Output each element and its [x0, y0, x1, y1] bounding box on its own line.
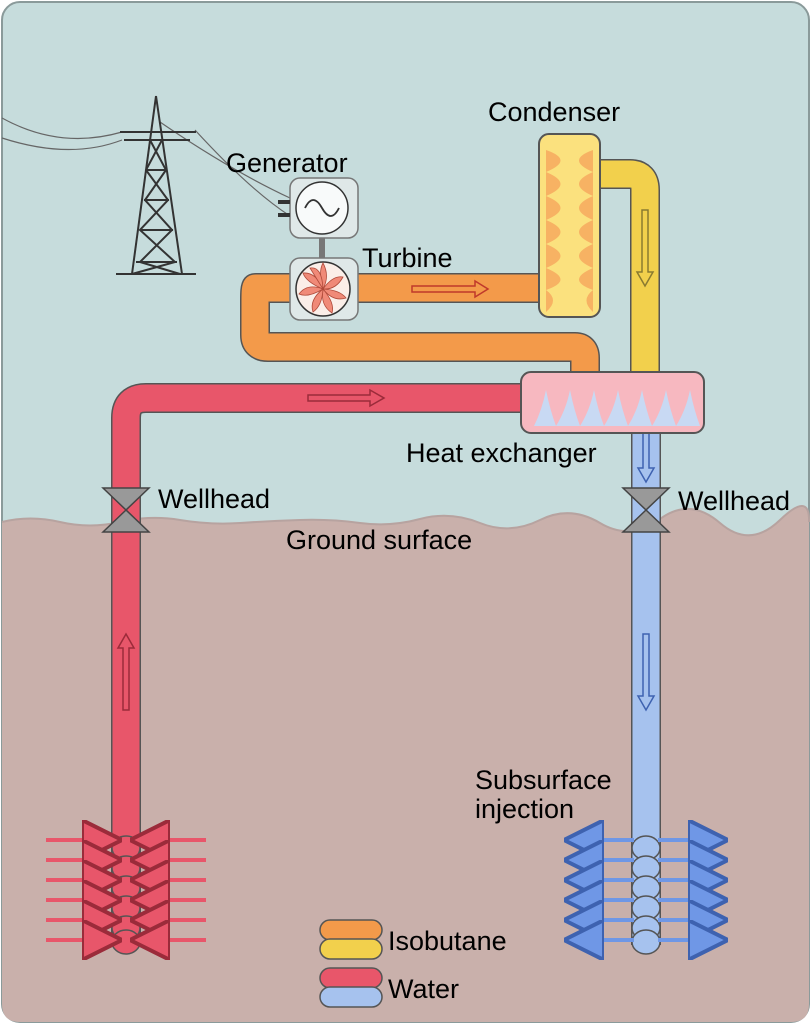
- hot-water-pipe: [111, 383, 528, 940]
- legend-label-isobutane: Isobutane: [388, 926, 507, 956]
- legend-swatch-isobutane-hot: [319, 919, 383, 941]
- wellhead-right-label: Wellhead: [678, 486, 791, 516]
- heat-exchanger-unit: [520, 371, 705, 434]
- flow-arrow-isobutane: [411, 279, 490, 299]
- generator-label: Generator: [226, 148, 348, 178]
- right-wellhead-valve-icon: [621, 487, 671, 533]
- legend-swatch-water-cold: [319, 986, 383, 1008]
- flow-arrow-isobutane-down: [635, 209, 655, 288]
- production-well-bottom: [46, 836, 206, 954]
- wellhead-left-label: Wellhead: [158, 484, 271, 514]
- subsurface-injection-label-line2: injection: [475, 794, 575, 824]
- condenser-label: Condenser: [488, 97, 621, 127]
- legend-label-water: Water: [388, 974, 460, 1004]
- injection-well-bottom: [572, 836, 720, 954]
- turbine-label: Turbine: [362, 243, 453, 273]
- legend-swatch-water-hot: [319, 967, 383, 989]
- ground-surface-line: [1, 505, 811, 537]
- flow-arrows: [116, 209, 656, 712]
- turbine-unit: [289, 257, 359, 321]
- legend-swatch-isobutane-cold: [319, 938, 383, 960]
- legend-swatches: [319, 919, 383, 1008]
- left-wellhead-valve-icon: [101, 487, 151, 533]
- condenser-unit: [538, 133, 601, 318]
- isobutane-cold-pipe: [598, 159, 660, 378]
- flow-arrow-cold-water-top: [636, 431, 656, 484]
- generator-unit: [278, 177, 359, 258]
- transmission-tower-icon: [116, 95, 196, 275]
- ground-area: [2, 505, 810, 1022]
- subsurface-injection-label-line1: Subsurface: [475, 765, 612, 795]
- heat-exchanger-label: Heat exchanger: [406, 438, 597, 468]
- flow-arrow-hot-water-up: [116, 632, 136, 711]
- flow-arrow-cold-water-down: [636, 633, 656, 712]
- ground-surface-label: Ground surface: [286, 525, 473, 555]
- flow-arrow-hot-water-top: [307, 388, 386, 408]
